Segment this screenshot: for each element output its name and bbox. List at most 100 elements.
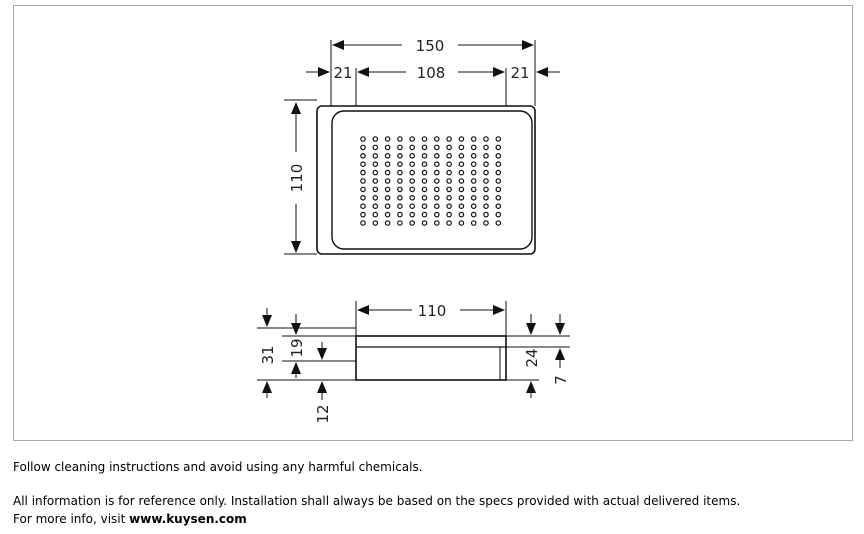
- tray-outline: [316, 105, 536, 255]
- drain-hole: [483, 136, 489, 142]
- drain-hole: [495, 195, 502, 201]
- dim-height-a: 19: [288, 338, 306, 357]
- drain-hole: [433, 195, 440, 201]
- drain-hole: [470, 153, 477, 159]
- drain-hole: [421, 161, 428, 168]
- drain-hole: [433, 144, 440, 151]
- drain-holes: [360, 136, 502, 226]
- drain-hole: [397, 203, 403, 210]
- drain-hole: [495, 203, 502, 210]
- dim-height-right: 24: [523, 348, 541, 367]
- drain-hole: [470, 195, 477, 201]
- drain-hole: [446, 203, 452, 210]
- drain-hole: [397, 211, 403, 218]
- drain-hole: [483, 203, 489, 210]
- drain-hole: [495, 153, 502, 159]
- drain-hole: [397, 161, 403, 168]
- dim-total-height: 31: [259, 345, 277, 364]
- drain-hole: [433, 186, 440, 193]
- tray-side-outline: [355, 335, 507, 381]
- drain-hole: [409, 169, 416, 176]
- drain-hole: [446, 136, 452, 142]
- drain-hole: [421, 169, 428, 176]
- drain-hole: [372, 203, 379, 210]
- drain-hole: [397, 169, 403, 176]
- drain-hole: [409, 186, 416, 193]
- drain-hole: [360, 203, 366, 210]
- drain-hole: [495, 144, 502, 151]
- drain-hole: [433, 136, 440, 142]
- dim-depth: 110: [288, 164, 306, 193]
- drain-hole: [458, 161, 465, 168]
- drain-hole: [384, 178, 391, 184]
- drain-hole: [470, 203, 477, 210]
- drain-hole: [446, 153, 452, 159]
- drain-hole: [458, 144, 465, 151]
- drain-hole: [360, 161, 366, 168]
- drain-hole: [470, 161, 477, 168]
- drain-hole: [433, 178, 440, 184]
- drain-hole: [446, 211, 452, 218]
- more-info-line: For more info, visit www.kuysen.com: [13, 510, 853, 528]
- drain-hole: [372, 144, 379, 151]
- drain-hole: [483, 153, 489, 159]
- drain-hole: [433, 169, 440, 176]
- drain-hole: [421, 178, 428, 184]
- drain-hole: [483, 144, 489, 151]
- drain-hole: [397, 220, 403, 226]
- drain-hole: [458, 203, 465, 210]
- drain-hole: [397, 144, 403, 151]
- drain-hole: [384, 195, 391, 201]
- drain-hole: [397, 195, 403, 201]
- dim-side-width: 110: [418, 302, 447, 320]
- dim-side-left: 21: [333, 64, 352, 82]
- drain-hole: [409, 195, 416, 201]
- drain-hole: [360, 195, 366, 201]
- drain-hole: [495, 211, 502, 218]
- drain-hole: [483, 178, 489, 184]
- drain-hole: [458, 178, 465, 184]
- drain-hole: [372, 220, 379, 226]
- technical-drawing: 150 108 21 21 110 110 31 19 12 24 7: [257, 35, 570, 424]
- drain-hole: [470, 169, 477, 176]
- drain-hole: [397, 136, 403, 142]
- drain-hole: [458, 186, 465, 193]
- drain-hole: [421, 195, 428, 201]
- dim-overall-width: 150: [416, 37, 445, 55]
- drain-hole: [458, 136, 465, 142]
- drain-hole: [446, 195, 452, 201]
- drain-hole: [372, 153, 379, 159]
- drain-hole: [433, 203, 440, 210]
- drain-hole: [409, 144, 416, 151]
- drain-hole: [495, 220, 502, 226]
- drain-hole: [409, 178, 416, 184]
- website-link[interactable]: www.kuysen.com: [129, 512, 247, 526]
- drain-hole: [384, 144, 391, 151]
- drain-hole: [421, 211, 428, 218]
- drain-hole: [360, 169, 366, 176]
- drawing-frame: 150 108 21 21 110 110 31 19 12 24 7: [13, 5, 853, 441]
- drain-hole: [495, 161, 502, 168]
- drain-hole: [458, 153, 465, 159]
- drain-hole: [421, 136, 428, 142]
- drain-hole: [409, 153, 416, 159]
- drain-hole: [372, 136, 379, 142]
- drain-hole: [458, 195, 465, 201]
- drain-hole: [433, 211, 440, 218]
- tray-inner-panel: [331, 110, 533, 250]
- drain-hole: [495, 178, 502, 184]
- more-info-prefix: For more info, visit: [13, 512, 130, 526]
- drain-hole: [458, 220, 465, 226]
- drain-hole: [409, 211, 416, 218]
- drain-hole: [384, 161, 391, 168]
- cleaning-note: Follow cleaning instructions and avoid u…: [13, 460, 423, 474]
- drain-hole: [495, 136, 502, 142]
- drain-hole: [483, 195, 489, 201]
- notes-section: Follow cleaning instructions and avoid u…: [13, 458, 853, 528]
- drain-hole: [421, 220, 428, 226]
- drain-hole: [421, 203, 428, 210]
- drain-hole: [360, 178, 366, 184]
- drain-hole: [458, 211, 465, 218]
- drain-hole: [384, 153, 391, 159]
- drain-hole: [483, 169, 489, 176]
